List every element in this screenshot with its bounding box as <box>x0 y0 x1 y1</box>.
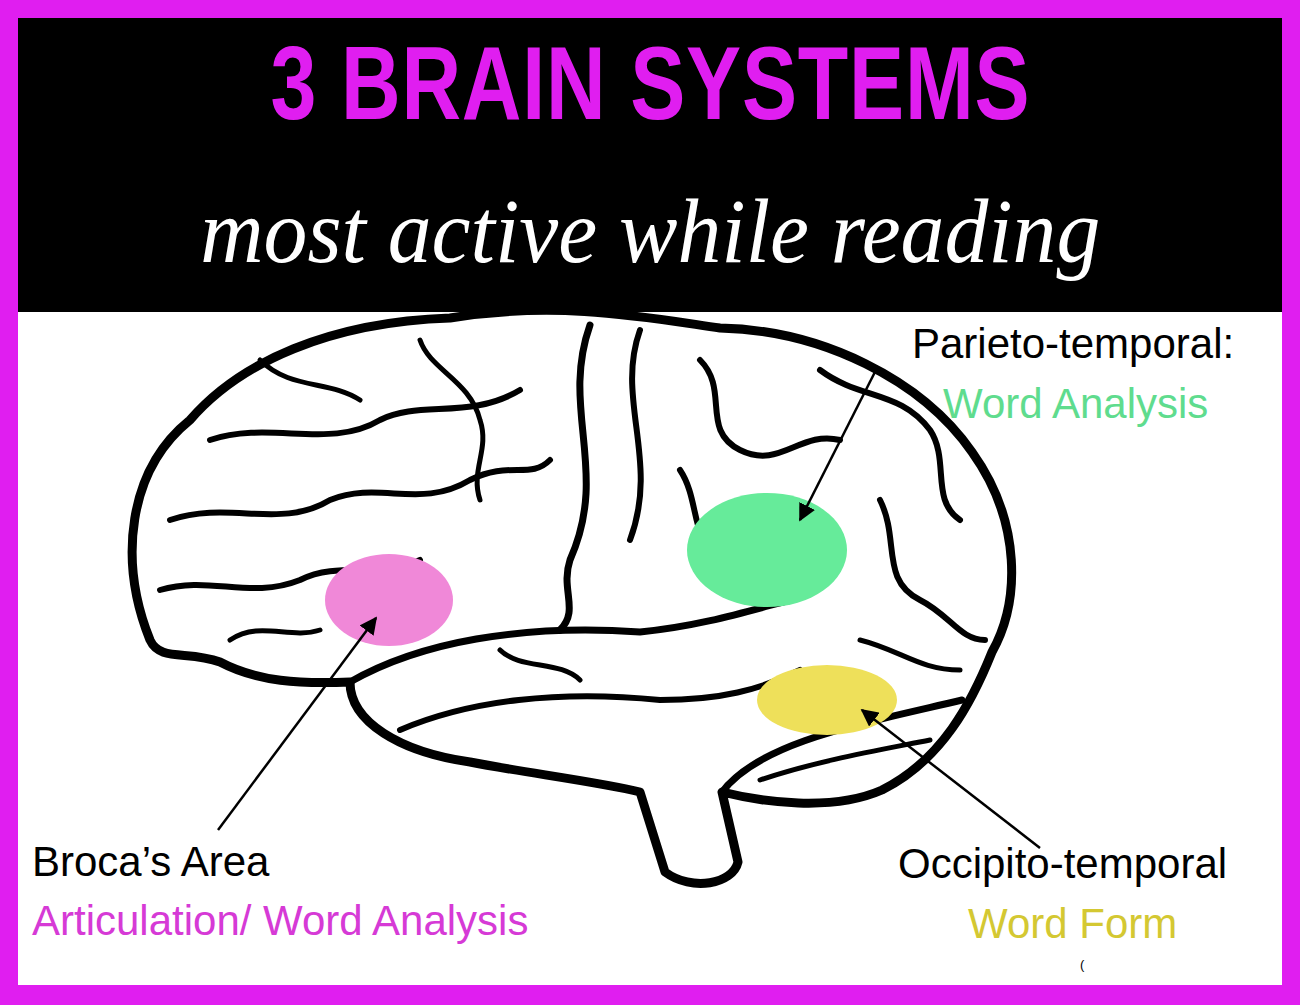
subtitle: most active while reading <box>200 179 1100 285</box>
region-name: Parieto-temporal: <box>912 320 1234 368</box>
region-name: Broca’s Area <box>32 838 269 886</box>
region-function: Articulation/ Word Analysis <box>32 897 528 945</box>
occipito-temporal-region <box>757 665 897 735</box>
leader-arrow <box>218 618 376 830</box>
title: 3 BRAIN SYSTEMS <box>270 24 1030 144</box>
parieto-temporal-region <box>687 493 847 607</box>
region-name: Occipito-temporal <box>898 840 1227 888</box>
leader-arrow <box>862 710 1040 848</box>
region-function: Word Form <box>968 900 1177 948</box>
broca-region <box>325 554 453 646</box>
stray-mark: ( <box>1080 958 1084 973</box>
region-function: Word Analysis <box>943 380 1208 428</box>
leader-arrow <box>800 366 878 520</box>
